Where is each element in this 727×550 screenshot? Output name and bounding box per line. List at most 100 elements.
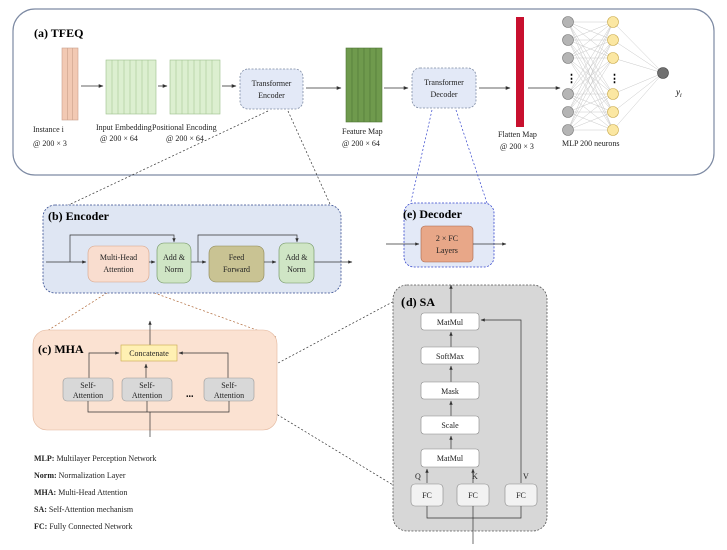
- sa-head-1-line1: Self-: [80, 381, 96, 390]
- self-attention-head-1: Self- Attention: [62, 377, 114, 402]
- mlp-hidden-neuron: [607, 34, 619, 46]
- mlp-edge: [567, 111, 614, 131]
- mlp-edge: [567, 93, 614, 131]
- feature-map-dims: @ 200 × 64: [342, 139, 380, 148]
- decoder-title: (e) Decoder: [403, 207, 463, 221]
- mha-title: (c) MHA: [38, 342, 84, 356]
- sa-softmax: SoftMax: [420, 346, 480, 365]
- transformer-encoder-line1: Transformer: [252, 79, 292, 88]
- addnorm-2-line1: Add &: [286, 253, 309, 262]
- mlp-edge: [567, 39, 614, 131]
- mlp-edge: [567, 21, 614, 59]
- self-attention-head-2: Self- Attention: [121, 377, 173, 402]
- input-embedding-block: [105, 59, 157, 115]
- legend-abbr: FC:: [34, 522, 47, 531]
- positional-encoding-block: [169, 59, 221, 115]
- mlp-connections: [567, 21, 664, 131]
- addnorm-2-line2: Norm: [287, 265, 306, 274]
- sa-head-3-line2: Attention: [214, 391, 244, 400]
- legend-abbr: MLP:: [34, 454, 54, 463]
- instance-dims: @ 200 × 3: [33, 139, 67, 148]
- feature-map-block: [345, 47, 383, 123]
- legend-item: MHA: Multi-Head Attention: [34, 488, 127, 497]
- zoom-line-mha-right: [123, 281, 277, 338]
- sa-head-1-line2: Attention: [73, 391, 103, 400]
- sa-title-paren: (: [401, 294, 405, 309]
- sa-v-label: V: [523, 472, 529, 481]
- encoder-residual-2: [197, 234, 299, 262]
- arrow-v: [480, 318, 522, 483]
- tfeq-panel: (a) TFEQ Instance i @ 200 × 3 Input Embe…: [12, 8, 715, 176]
- mlp-input-neuron: [562, 124, 574, 136]
- mlp-edge: [567, 21, 614, 41]
- sa-head-3-line1: Self-: [221, 381, 237, 390]
- legend-item: SA: Self-Attention mechanism: [34, 505, 134, 514]
- legend-text: Multi-Head Attention: [58, 488, 127, 497]
- fc-layers-line1: 2 × FC: [436, 234, 458, 243]
- mlp-edge: [612, 72, 664, 95]
- sa-fc-k-label: FC: [468, 491, 478, 500]
- sa-softmax-label: SoftMax: [436, 352, 464, 361]
- mlp-edge: [567, 21, 614, 113]
- positional-encoding-label: Positional Encoding: [152, 123, 217, 132]
- legend-item: MLP: Multilayer Perception Network: [34, 454, 156, 463]
- mlp-output-neuron: [657, 67, 669, 79]
- mlp-input-neuron: [562, 52, 574, 64]
- sa-mask: Mask: [420, 381, 480, 400]
- legend-item: FC: Fully Connected Network: [34, 522, 132, 531]
- instance-block: [61, 47, 79, 121]
- feedforward-line2: Forward: [223, 265, 250, 274]
- sa-fc-k: FC: [456, 483, 490, 507]
- legend-item: Norm: Normalization Layer: [34, 471, 126, 480]
- sa-title: d) SA: [406, 295, 435, 309]
- sa-head-2-line2: Attention: [132, 391, 162, 400]
- mlp-edge: [612, 72, 664, 113]
- sa-q-label: Q: [415, 472, 421, 481]
- mlp-hidden-neuron: [607, 16, 619, 28]
- mlp-edge: [612, 57, 664, 74]
- sa-matmul-top-label: MatMul: [437, 318, 464, 327]
- mlp-input-neuron: [562, 88, 574, 100]
- mlp-edge: [567, 39, 614, 59]
- mlp-edge: [612, 39, 664, 74]
- sa-scale-label: Scale: [441, 421, 459, 430]
- encoder-addnorm-1: Add & Norm: [156, 242, 192, 284]
- mha-ellipsis: ...: [186, 389, 194, 400]
- sa-scale: Scale: [420, 415, 480, 435]
- fc-layers-line2: Layers: [436, 246, 458, 255]
- mlp-edge: [612, 72, 664, 131]
- input-embedding-dims: @ 200 × 64: [100, 134, 138, 143]
- zoom-line-encoder-left: [57, 110, 269, 211]
- mlp-input-neuron: [562, 34, 574, 46]
- mlp-edge: [567, 21, 614, 95]
- mlp-neurons: [562, 16, 669, 136]
- sa-mask-label: Mask: [441, 387, 459, 396]
- positional-encoding-dims: @ 200 × 64: [166, 134, 204, 143]
- encoder-panel: (b) Encoder Multi-Head Attention Add & N…: [42, 204, 353, 294]
- mlp-edge: [567, 57, 614, 131]
- legend-text: Self-Attention mechanism: [49, 505, 134, 514]
- flatten-map-label: Flatten Map: [498, 130, 537, 139]
- self-attention-head-3: Self- Attention: [203, 377, 255, 402]
- zoom-line-decoder-left: [409, 109, 433, 207]
- legend-abbr: SA:: [34, 505, 47, 514]
- addnorm-1-line2: Norm: [165, 265, 184, 274]
- sa-matmul-bottom-label: MatMul: [437, 454, 464, 463]
- mlp-input-neuron: [562, 16, 574, 28]
- addnorm-1-line1: Add &: [163, 253, 186, 262]
- sa-head-2-line1: Self-: [139, 381, 155, 390]
- mha-panel: (c) MHA Concatenate Self- Attention Self…: [32, 320, 278, 437]
- mlp-ellipsis-left: ⋮: [566, 73, 577, 85]
- head-1-to-concat: [88, 351, 120, 378]
- flatten-map-block: [516, 17, 524, 127]
- transformer-decoder-box: Transformer Decoder: [411, 67, 477, 109]
- mlp-edge: [567, 21, 614, 131]
- concatenate-box: Concatenate: [120, 344, 178, 362]
- encoder-mha-box: Multi-Head Attention: [87, 245, 150, 283]
- encoder-residual-1: [69, 234, 176, 262]
- legend-abbr: MHA:: [34, 488, 56, 497]
- concatenate-label: Concatenate: [129, 349, 169, 358]
- mlp-hidden-neuron: [607, 106, 619, 118]
- transformer-decoder-line2: Decoder: [430, 90, 457, 99]
